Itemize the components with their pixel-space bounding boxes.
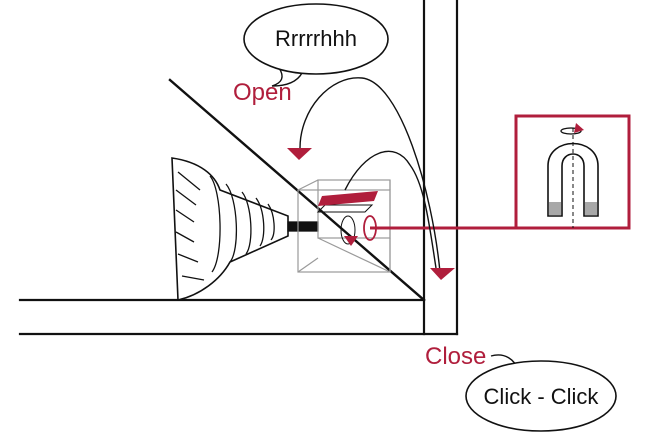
cabinet-door-open [168,78,426,302]
sound-close-text: Click - Click [484,384,600,409]
lock-top-panel [318,191,378,206]
motion-arrows [299,77,441,273]
sound-open-text: Rrrrrhhh [275,26,357,51]
arc-close [344,150,437,269]
arrow-open-head [287,148,312,160]
label-open: Open [233,79,292,106]
speech-bubble-open: Rrrrrhhh [243,3,389,87]
cabinet-lock-icon [297,179,391,273]
cabinet-frame [18,0,459,336]
power-drill-icon [171,157,319,301]
arrow-close-head [430,268,455,280]
label-close: Close [425,343,486,370]
horseshoe-magnet-icon [547,128,599,228]
lock-inner-arrow [344,236,358,246]
arc-open [299,77,441,273]
speech-bubble-close: Click - Click [465,354,617,432]
rotation-arrow-icon [560,123,584,135]
magnet-inset [514,114,631,230]
